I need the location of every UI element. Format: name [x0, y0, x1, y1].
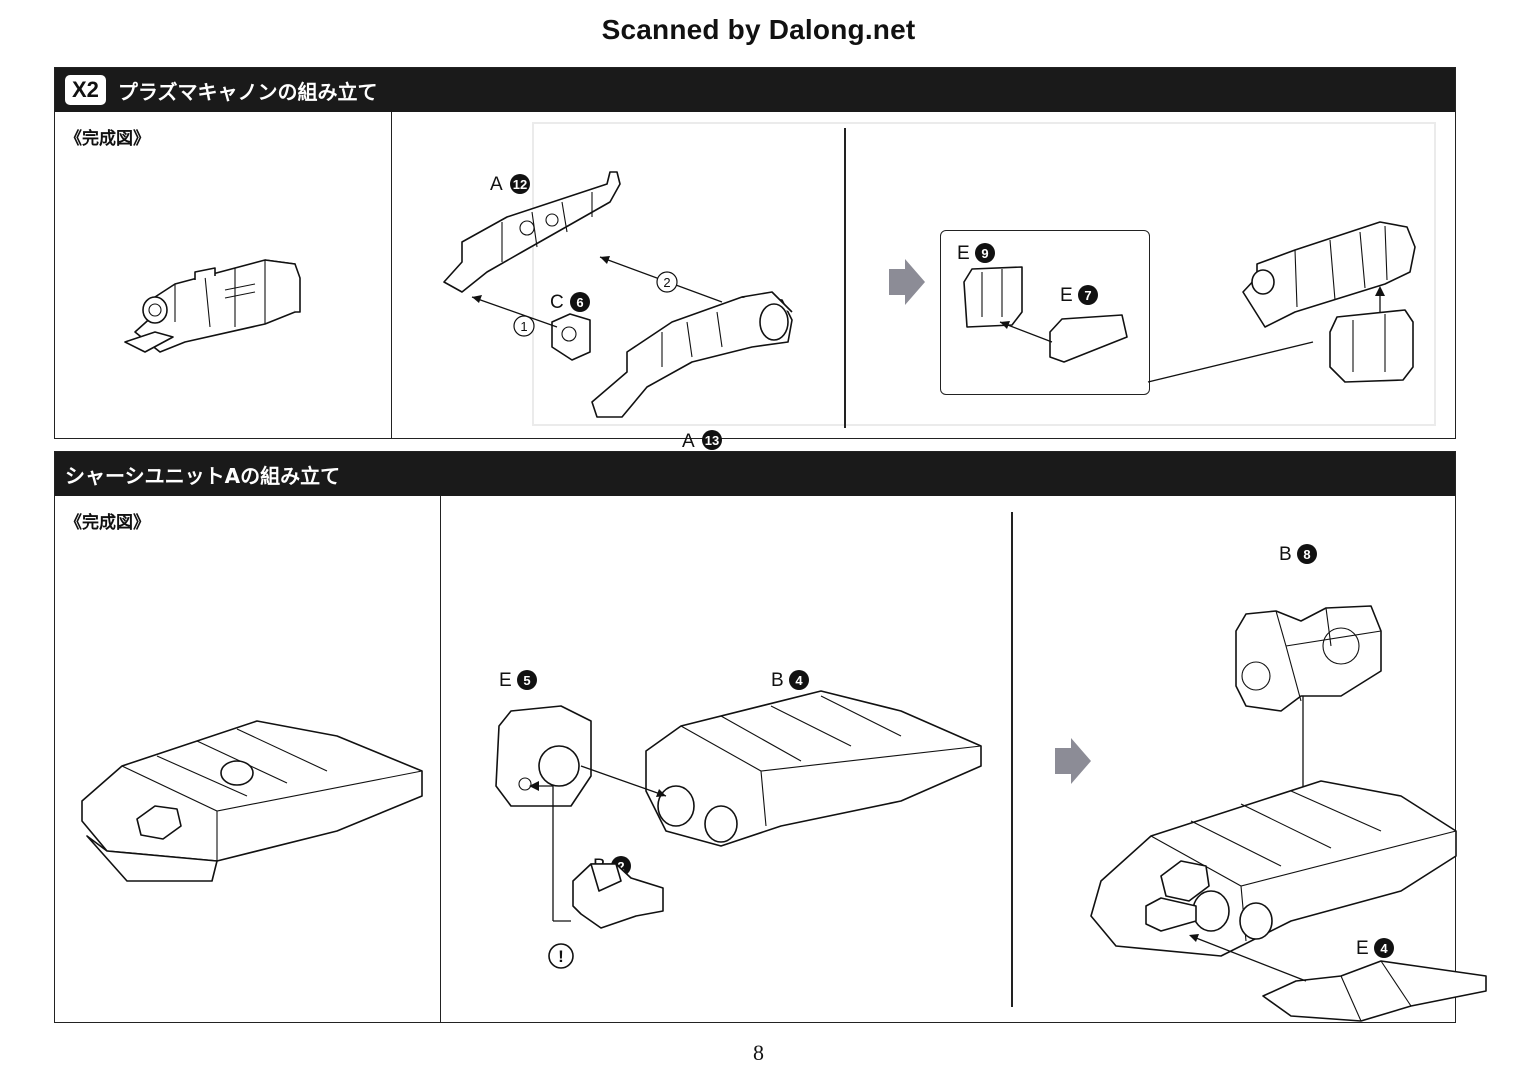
- callout-e4-letter: E: [1356, 938, 1369, 959]
- callout-e4-number: 4: [1380, 941, 1388, 956]
- callout-a12-letter: A: [490, 174, 503, 195]
- callout-b2-number: 2: [617, 859, 624, 874]
- callout-e9-letter: E: [957, 243, 970, 264]
- plasma-cannon-section: X2 プラズマキャノンの組み立て 《完成図》 A 12: [54, 67, 1457, 452]
- chassis-unit-a-section: シャーシユニットAの組み立て 《完成図》 E 5 B 4: [54, 451, 1487, 1023]
- step-marker-2: 2: [663, 275, 670, 290]
- completed-chassis-illustration: [81, 720, 423, 882]
- chassis-final-assembly: B 8 E 4: [1090, 544, 1487, 1022]
- completed-view-panel: 《完成図》: [55, 112, 392, 438]
- callout-a13-letter: A: [682, 431, 695, 452]
- callout-e7-letter: E: [1060, 285, 1073, 306]
- cannon-parts-exploded: A 12 A 13 C 6 2 1: [443, 171, 793, 452]
- next-step-arrow: [889, 259, 925, 305]
- chassis-parts-exploded: E 5 B 4 B 2 !: [495, 670, 982, 969]
- detail-callout-line: [1147, 341, 1314, 383]
- warning-symbol: !: [558, 947, 564, 966]
- callout-b4-number: 4: [795, 673, 803, 688]
- scan-credit: Scanned by Dalong.net: [601, 14, 916, 45]
- callout-e5-letter: E: [499, 670, 512, 691]
- section-title: プラズマキャノンの組み立て: [117, 79, 378, 104]
- callout-e7-number: 7: [1084, 288, 1091, 303]
- step-divider: [844, 128, 846, 428]
- completed-cannon-illustration: [124, 259, 301, 353]
- magazine-parts-detail: E 9 E 7: [957, 243, 1128, 363]
- section-header: X2 プラズマキャノンの組み立て: [55, 68, 1455, 112]
- assembly-step-1-panel: A 12 A 13 C 6 2 1: [392, 112, 1457, 452]
- callout-e5-number: 5: [523, 673, 530, 688]
- background-bleed: [532, 122, 1436, 426]
- section-header: シャーシユニットAの組み立て: [55, 452, 1455, 496]
- callout-b8-number: 8: [1303, 547, 1310, 562]
- completed-label: 《完成図》: [65, 513, 150, 533]
- step-marker-1: 1: [520, 319, 527, 334]
- callout-c6-number: 6: [576, 295, 583, 310]
- assembly-step-2-panel: E 5 B 4 B 2 !: [441, 496, 1487, 1022]
- completed-label: 《完成図》: [65, 129, 150, 149]
- assembled-cannon-step: [1242, 221, 1416, 383]
- section-title: シャーシユニットAの組み立て: [65, 463, 341, 488]
- callout-c6-letter: C: [550, 292, 564, 313]
- callout-a13-number: 13: [705, 433, 719, 448]
- callout-b8-letter: B: [1279, 544, 1292, 565]
- callout-e9-number: 9: [981, 246, 988, 261]
- callout-b4-letter: B: [771, 670, 784, 691]
- next-step-arrow: [1055, 738, 1091, 784]
- page-number: 8: [753, 1040, 764, 1065]
- step-divider: [1011, 512, 1013, 1007]
- completed-view-panel: 《完成図》: [55, 496, 441, 1022]
- callout-a12-number: 12: [513, 177, 527, 192]
- quantity-badge: X2: [65, 75, 106, 105]
